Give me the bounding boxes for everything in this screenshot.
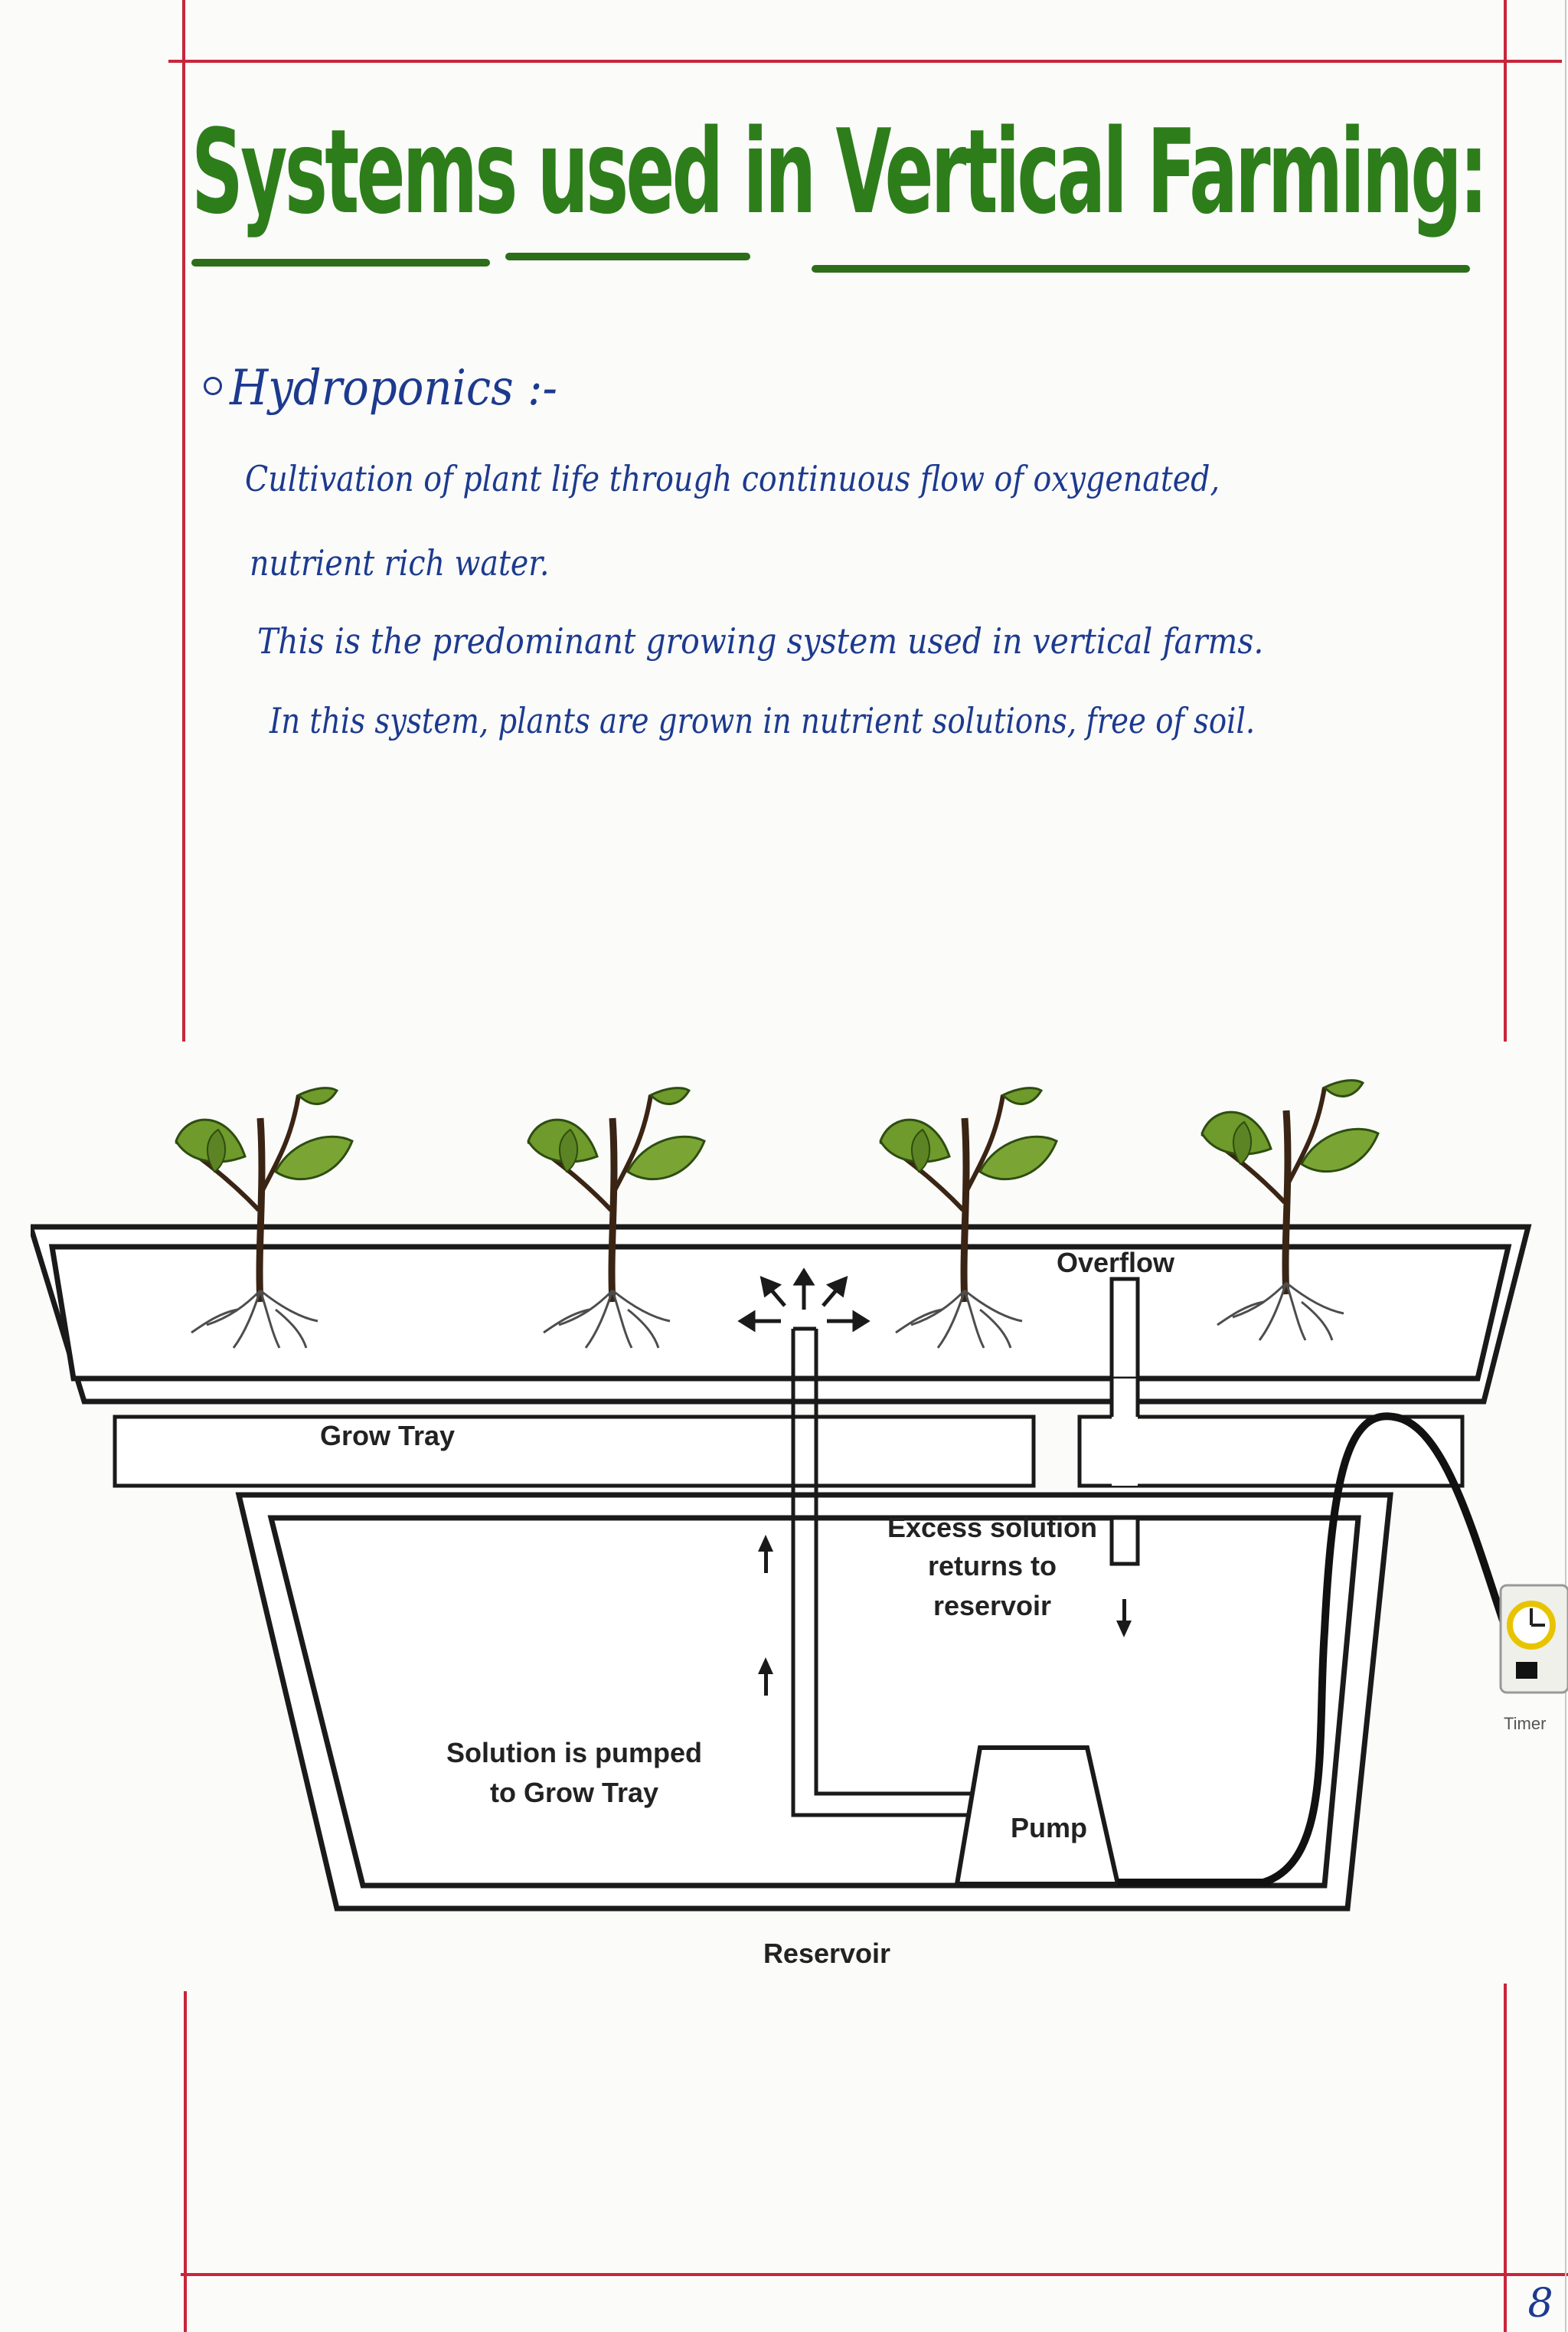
- excess-line-3: reservoir: [933, 1590, 1052, 1621]
- pump-label: Pump: [1010, 1812, 1087, 1843]
- right-margin-line-bottom: [1504, 1984, 1507, 2332]
- section-heading: Hydroponics :-: [230, 360, 557, 417]
- title-underline-1: [191, 259, 490, 267]
- top-margin-line: [168, 60, 1562, 63]
- left-margin-line-bottom: [184, 1991, 187, 2332]
- excess-line-1: Excess solution: [887, 1512, 1098, 1543]
- arrow-up-icon: [758, 1535, 773, 1573]
- timer-icon: [1499, 1584, 1568, 1694]
- note-line-4: In this system, plants are grown in nutr…: [270, 700, 1256, 741]
- left-margin-line-top: [182, 0, 185, 1042]
- right-edge-line: [1565, 0, 1566, 2332]
- arrow-down-icon: [1116, 1599, 1132, 1637]
- pumped-line-2: to Grow Tray: [489, 1777, 659, 1808]
- excess-line-2: returns to: [927, 1550, 1057, 1581]
- diagram-canvas: [27, 1049, 1568, 1912]
- arrow-up-icon: [758, 1657, 773, 1696]
- bottom-margin-line: [181, 2273, 1568, 2276]
- bullet-icon: [204, 377, 222, 395]
- grow-tray-label: Grow Tray: [320, 1420, 456, 1451]
- pumped-line-1: Solution is pumped: [446, 1737, 702, 1768]
- overflow-label: Overflow: [1057, 1247, 1175, 1278]
- title-underline-3: [812, 265, 1470, 273]
- note-line-2: nutrient rich water.: [250, 542, 550, 584]
- hydroponics-diagram: Overflow Grow Tray Excess solution retur…: [27, 1049, 1568, 1991]
- timer-label: Timer: [1504, 1714, 1547, 1733]
- reservoir-label: Reservoir: [763, 1938, 891, 1969]
- page-number: 8: [1527, 2281, 1553, 2327]
- note-line-3: This is the predominant growing system u…: [257, 620, 1264, 662]
- note-line-1: Cultivation of plant life through contin…: [245, 458, 1220, 499]
- page-title: Systems used in Vertical Farming:: [191, 104, 1488, 240]
- right-margin-line-top: [1504, 0, 1507, 1042]
- spray-arrows-icon: [737, 1267, 871, 1333]
- title-underline-2: [505, 253, 750, 260]
